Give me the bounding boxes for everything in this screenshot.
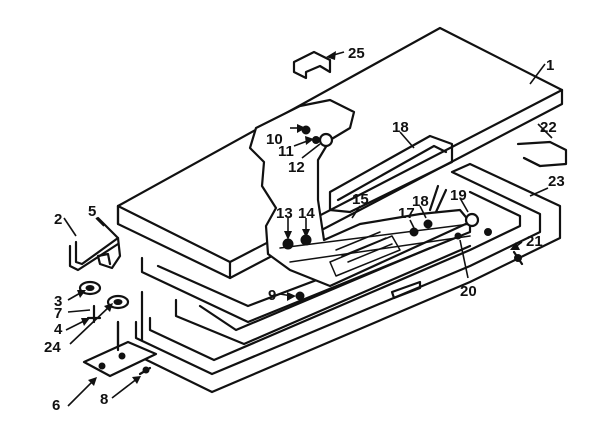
washers-and-screw bbox=[78, 280, 144, 342]
callout-17: 17 bbox=[398, 205, 415, 222]
callout-22: 22 bbox=[540, 119, 557, 136]
middle-element-loops bbox=[140, 220, 472, 346]
callout-23: 23 bbox=[548, 173, 565, 190]
callout-12: 12 bbox=[288, 159, 305, 176]
callout-10: 10 bbox=[266, 131, 283, 148]
callout-11: 11 bbox=[278, 143, 294, 160]
callout-24: 24 bbox=[44, 339, 61, 356]
part-2-wire-rod bbox=[68, 236, 120, 272]
part-18-handle bbox=[328, 134, 454, 214]
part-23-lower-element bbox=[116, 162, 562, 394]
callout-21: 21 bbox=[526, 233, 543, 250]
part-22-terminal-bracket bbox=[516, 140, 568, 168]
callout-18-top: 18 bbox=[392, 119, 409, 136]
callout-1: 1 bbox=[546, 57, 554, 74]
callout-3: 3 bbox=[54, 293, 62, 310]
part-8-screw bbox=[138, 366, 152, 376]
callout-15: 15 bbox=[352, 191, 369, 208]
callout-13: 13 bbox=[276, 205, 293, 222]
callout-6: 6 bbox=[52, 397, 60, 414]
callout-8: 8 bbox=[100, 391, 108, 408]
callout-5: 5 bbox=[88, 203, 96, 220]
callout-9: 9 bbox=[268, 287, 276, 304]
callout-2: 2 bbox=[54, 211, 62, 228]
callout-labels: 1 25 18 22 10 11 12 23 19 15 18 13 14 17… bbox=[44, 45, 565, 414]
callout-14: 14 bbox=[298, 205, 315, 222]
leader-lines bbox=[63, 51, 553, 407]
part-5-spring bbox=[96, 216, 122, 270]
callout-18-lower: 18 bbox=[412, 193, 429, 210]
part-25-clip bbox=[292, 50, 332, 80]
callout-7: 7 bbox=[54, 305, 62, 322]
callout-19: 19 bbox=[450, 187, 467, 204]
callout-25: 25 bbox=[348, 45, 365, 62]
callout-4: 4 bbox=[54, 321, 63, 338]
part-6-mounting-plate bbox=[82, 320, 158, 378]
callout-20: 20 bbox=[460, 283, 477, 300]
